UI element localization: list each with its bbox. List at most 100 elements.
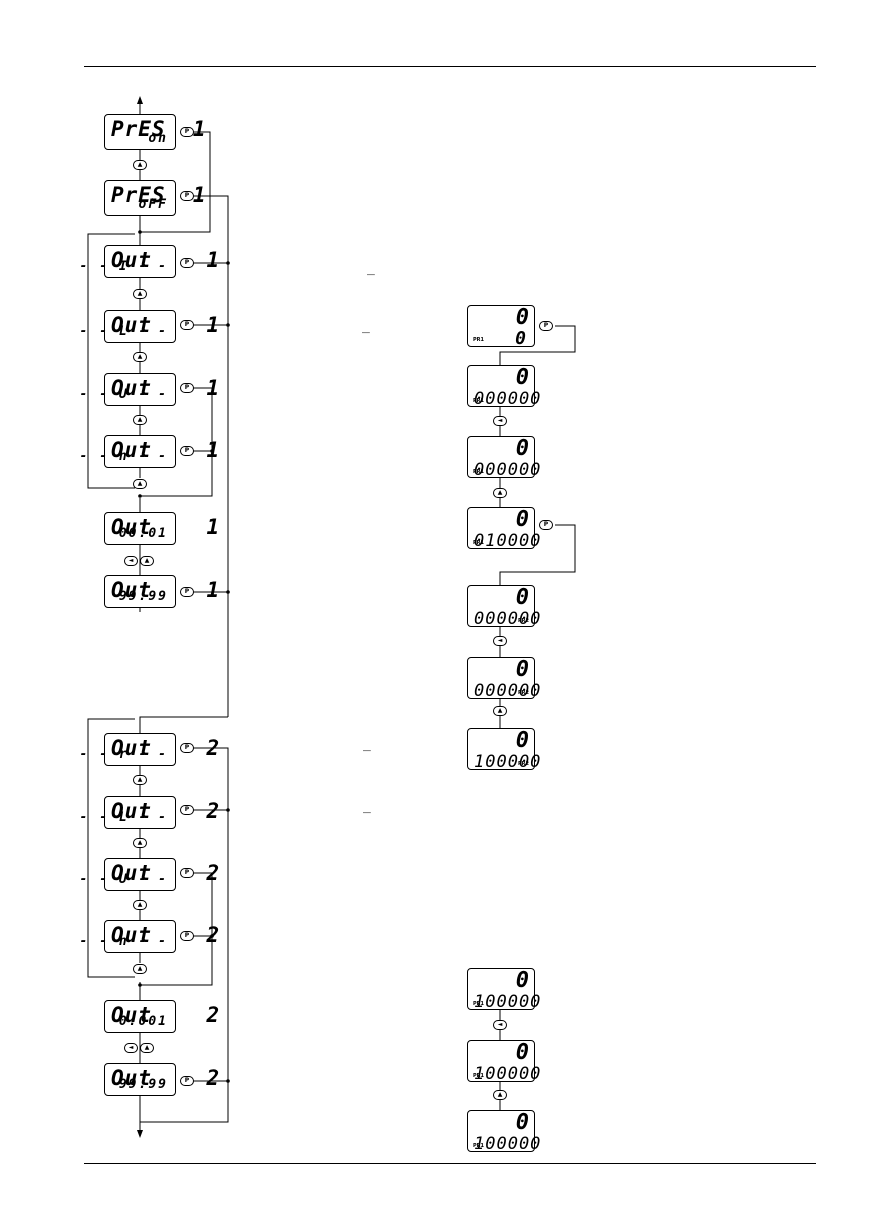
lcd-counter: 0 — [515, 585, 529, 610]
lcd-out2-max: Out 2 99.99 — [104, 1063, 221, 1096]
lcd-out1-U: Out 1 - - U - - — [80, 373, 221, 406]
up-key-icon[interactable]: ▲ — [133, 964, 147, 974]
lcd-counter: 0 — [515, 1110, 529, 1135]
lcd-value: 100000 — [474, 752, 542, 772]
p-key-icon[interactable]: P — [539, 321, 553, 331]
lcd-top-text: Out 1 — [111, 248, 221, 272]
lcd-bottom-text: - - U - - — [79, 387, 168, 402]
lcd-value: 000000 — [474, 681, 542, 701]
lcd-preset-label: PR2 — [518, 761, 529, 767]
lcd-bottom-text: 99.99 — [118, 589, 168, 604]
lcd-counter: 0 — [515, 657, 529, 682]
up-key-icon[interactable]: ▲ — [133, 160, 147, 170]
p-key-icon[interactable]: P — [180, 191, 194, 201]
p-key-icon[interactable]: P — [180, 258, 194, 268]
lcd-pres-off: PrES 1 oFF — [104, 180, 207, 216]
shift-key-icon[interactable]: ◄ — [493, 636, 507, 646]
up-key-icon[interactable]: ▲ — [133, 775, 147, 785]
side-mark: _ — [363, 737, 371, 752]
lcd-top-text: Out 1 — [111, 376, 221, 400]
lcd-out2-L: Out 2 - - L - - — [80, 796, 221, 829]
lcd-pr1-set: 0 010000 PR1 — [467, 507, 540, 550]
lcd-out2-n: Out 2 - - n - - — [80, 920, 221, 953]
lcd-value: 010000 — [474, 531, 542, 551]
lcd-value: 100000 — [474, 1134, 542, 1154]
lcd-bottom-text: - - L - - — [79, 324, 168, 339]
lcd-out1-L: Out 1 - - L - - — [80, 310, 221, 343]
p-key-icon[interactable]: P — [180, 743, 194, 753]
lcd-out2-U: Out 2 - - U - - — [80, 858, 221, 891]
side-mark: _ — [367, 261, 375, 276]
lcd-preset-label: PR2 — [518, 618, 529, 624]
p-key-icon[interactable]: P — [180, 868, 194, 878]
up-key-icon[interactable]: ▲ — [493, 1090, 507, 1100]
lcd-counter: 0 — [515, 305, 529, 330]
up-key-icon[interactable]: ▲ — [133, 838, 147, 848]
lcd-bottom-text: 00.01 — [118, 526, 168, 541]
header-rule — [84, 66, 816, 67]
lcd-top-text: Out 2 — [111, 799, 221, 823]
lcd-preset-label: PR1 — [473, 1001, 484, 1007]
p-key-icon[interactable]: P — [180, 805, 194, 815]
lcd-bottom-text: - - r - - — [79, 747, 168, 762]
p-key-icon[interactable]: P — [180, 446, 194, 456]
up-key-icon[interactable]: ▲ — [140, 556, 154, 566]
p-key-icon[interactable]: P — [539, 520, 553, 530]
lcd-top-text: PrES 1 — [111, 183, 207, 207]
up-key-icon[interactable]: ▲ — [493, 488, 507, 498]
lcd-bottom-text: on — [148, 131, 168, 146]
up-key-icon[interactable]: ▲ — [133, 479, 147, 489]
lcd-out2-min: Out 2 0.001 — [104, 1000, 221, 1033]
lcd-pres-on: PrES 1 on — [104, 114, 206, 150]
lcd-value: 000000 — [474, 389, 542, 409]
lcd-pr2-zero: 0 000000 PR2 — [467, 585, 540, 628]
p-key-icon[interactable]: P — [180, 127, 194, 137]
lcd-counter: 0 — [515, 968, 529, 993]
lcd-pr1-review-edit: 0 100000 PR1 — [467, 1040, 540, 1083]
lcd-out1-n: Out 1 - - n - - — [80, 435, 219, 468]
lcd-pr1-review: 0 100000 PR1 — [467, 968, 540, 1011]
lcd-out1-max: Out 1 99.99 — [104, 575, 219, 608]
lcd-counter: 0 — [515, 1040, 529, 1065]
side-mark: _ — [363, 799, 371, 814]
lcd-preset-label: PR2 — [518, 690, 529, 696]
shift-key-icon[interactable]: ◄ — [493, 416, 507, 426]
lcd-bottom-text: - - n - - — [79, 449, 168, 464]
lcd-pr2-set: 0 100000 PR2 — [467, 728, 540, 771]
lcd-bottom-text: oFF — [138, 197, 168, 212]
p-key-icon[interactable]: P — [180, 587, 194, 597]
p-key-icon[interactable]: P — [180, 1076, 194, 1086]
p-key-icon[interactable]: P — [180, 383, 194, 393]
lcd-preset-label: PR1 — [473, 1073, 484, 1079]
up-key-icon[interactable]: ▲ — [133, 352, 147, 362]
up-key-icon[interactable]: ▲ — [133, 289, 147, 299]
lcd-counter: 0 — [515, 436, 529, 461]
lcd-out1-min: Out 1 00.01 — [104, 512, 219, 545]
lcd-top-text: Out 2 — [111, 861, 221, 885]
up-key-icon[interactable]: ▲ — [140, 1043, 154, 1053]
up-key-icon[interactable]: ▲ — [493, 706, 507, 716]
lcd-bottom-text: 0.001 — [118, 1014, 168, 1029]
lcd-value: 0 — [515, 328, 527, 349]
shift-key-icon[interactable]: ◄ — [124, 1043, 138, 1053]
lcd-counter: 0 — [515, 365, 529, 390]
lcd-out1-I: Out 1 - - I - - — [80, 245, 221, 278]
up-key-icon[interactable]: ▲ — [133, 900, 147, 910]
lcd-preset-label: PR1 — [473, 398, 484, 404]
lcd-top-text: Out 2 — [111, 1003, 221, 1027]
lcd-preset-label: PR1 — [473, 469, 484, 475]
footer-rule — [84, 1163, 816, 1164]
lcd-top-text: Out 1 — [111, 313, 221, 337]
lcd-top-text: Out 2 — [111, 923, 221, 947]
lcd-pr2-edit: 0 000000 PR2 — [467, 657, 540, 700]
shift-key-icon[interactable]: ◄ — [493, 1020, 507, 1030]
p-key-icon[interactable]: P — [180, 931, 194, 941]
lcd-bottom-text: - - I - - — [79, 259, 168, 274]
lcd-top-text: Out 2 — [111, 1066, 221, 1090]
up-key-icon[interactable]: ▲ — [133, 415, 147, 425]
lcd-pr1-edit: 0 000000 PR1 — [467, 436, 540, 479]
p-key-icon[interactable]: P — [180, 320, 194, 330]
lcd-pr1-zero: 0 000000 PR1 — [467, 365, 540, 408]
shift-key-icon[interactable]: ◄ — [124, 556, 138, 566]
lcd-bottom-text: - - U - - — [79, 872, 168, 887]
